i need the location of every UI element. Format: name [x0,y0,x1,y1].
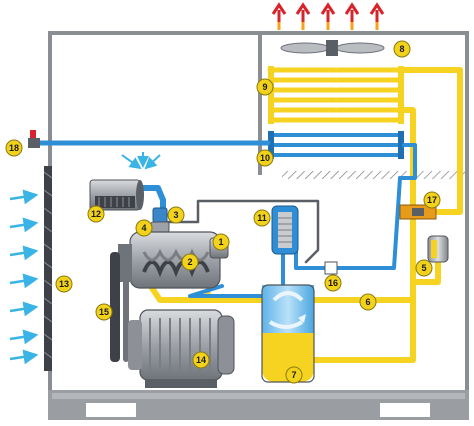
badge-13: 13 [55,275,73,293]
badge-2: 2 [181,253,199,271]
air-aftercooler [268,131,404,159]
air-intake-filter [89,179,144,211]
badge-15-label: 15 [99,307,109,317]
oil-separator-tank [261,284,315,383]
badge-12: 12 [87,205,105,223]
belt-drive [110,252,129,362]
badge-18: 18 [5,139,23,157]
exhaust-arrow [320,2,336,30]
badge-8: 8 [393,40,411,58]
badge-2-label: 2 [187,257,192,267]
badge-16-label: 16 [328,278,338,288]
badge-12-label: 12 [91,209,101,219]
exhaust-arrow [271,2,287,30]
electric-motor [128,309,235,388]
cooling-air-intake-arrows [9,189,39,365]
badge-4-label: 4 [141,223,146,233]
badge-7: 7 [285,366,303,384]
badge-14: 14 [192,351,210,369]
badge-3: 3 [167,206,185,224]
badge-13-label: 13 [59,279,69,289]
badge-5-label: 5 [421,263,426,273]
thermostatic-valve [399,204,437,220]
badge-4: 4 [135,219,153,237]
badge-17-label: 17 [427,195,437,205]
badge-1: 1 [212,233,230,251]
exhaust-arrow [344,2,360,30]
badge-15: 15 [95,303,113,321]
badge-7-label: 7 [291,370,296,380]
oil-cooler [267,66,405,124]
badge-1-label: 1 [218,237,223,247]
exhaust-arrow [295,2,311,30]
badge-14-label: 14 [196,355,206,365]
badge-9-label: 9 [262,82,267,92]
badge-17: 17 [423,191,441,209]
badge-9: 9 [256,78,274,96]
inlet-air-arrows [121,152,161,170]
cooling-fan [280,40,385,56]
badge-10: 10 [256,149,274,167]
hot-air-exhaust-arrows [271,2,385,30]
outlet-valve [28,130,40,148]
control-line [166,199,320,264]
badge-8-label: 8 [399,44,404,54]
exhaust-arrow [369,2,385,30]
intake-louvre [43,166,53,371]
badge-11-label: 11 [257,213,267,223]
badge-5: 5 [415,259,433,277]
minimum-pressure-valve [324,261,338,275]
badge-16: 16 [324,274,342,292]
base-skid [48,390,469,420]
partition-hatch [282,171,465,179]
callout-badges: 1 2 3 4 5 6 7 8 9 10 11 12 13 14 15 16 1… [5,40,441,384]
inlet-valve [150,207,170,233]
badge-18-label: 18 [9,143,19,153]
badge-3-label: 3 [173,210,178,220]
separator-element [271,205,299,255]
badge-6: 6 [359,293,377,311]
badge-11: 11 [253,209,271,227]
screw-compressor-element [118,231,229,289]
oil-filter [427,235,449,263]
badge-6-label: 6 [365,297,370,307]
badge-10-label: 10 [260,153,270,163]
